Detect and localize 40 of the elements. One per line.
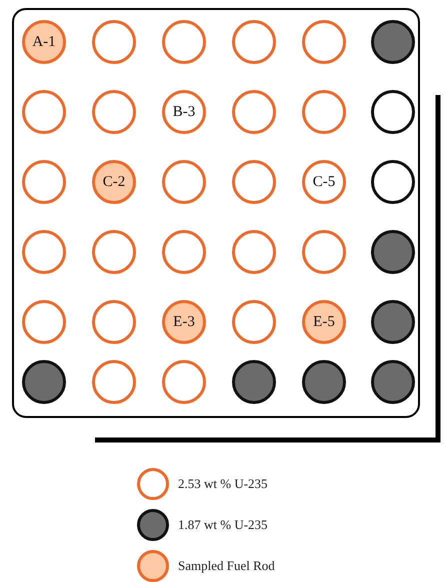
fuel-rod-circle [302,230,346,274]
fuel-rod-circle [162,160,206,204]
fuel-rod-circle [22,360,66,404]
fuel-rod-circle [302,360,346,404]
fuel-rod-circle [162,360,206,404]
fuel-rod-circle [232,160,276,204]
fuel-rod-circle [92,230,136,274]
labeled-fuel-rod: A-1 [22,20,66,64]
fuel-rod-circle [92,20,136,64]
fuel-rod-circle [22,90,66,134]
fuel-rod-circle [232,230,276,274]
fuel-rod-circle [371,160,415,204]
labeled-fuel-rod: C-2 [92,160,136,204]
fuel-rod-circle [232,20,276,64]
fuel-rod-circle [22,300,66,344]
legend-text: 1.87 wt % U-235 [178,517,268,533]
legend-text: 2.53 wt % U-235 [178,476,268,492]
fuel-rod-circle [371,300,415,344]
labeled-fuel-rod: B-3 [162,90,206,134]
labeled-fuel-rod: C-5 [302,160,346,204]
legend-text: Sampled Fuel Rod [178,558,275,574]
fuel-rod-circle [232,90,276,134]
fuel-rod-circle [232,300,276,344]
fuel-rod-circle [22,230,66,274]
fuel-rod-circle [162,230,206,274]
grid-frame [12,8,420,418]
fuel-rod-circle [92,90,136,134]
fuel-rod-circle [302,90,346,134]
fuel-rod-circle [22,160,66,204]
fuel-rod-circle [371,90,415,134]
fuel-rod-circle [302,20,346,64]
fuel-rod-circle [92,300,136,344]
fuel-rod-circle [92,360,136,404]
fuel-rod-circle [371,360,415,404]
fuel-rod-circle [232,360,276,404]
fuel-rod-circle [371,230,415,274]
fuel-rod-circle [371,20,415,64]
fuel-rod-circle [162,20,206,64]
labeled-fuel-rod: E-3 [162,300,206,344]
labeled-fuel-rod: E-5 [302,300,346,344]
